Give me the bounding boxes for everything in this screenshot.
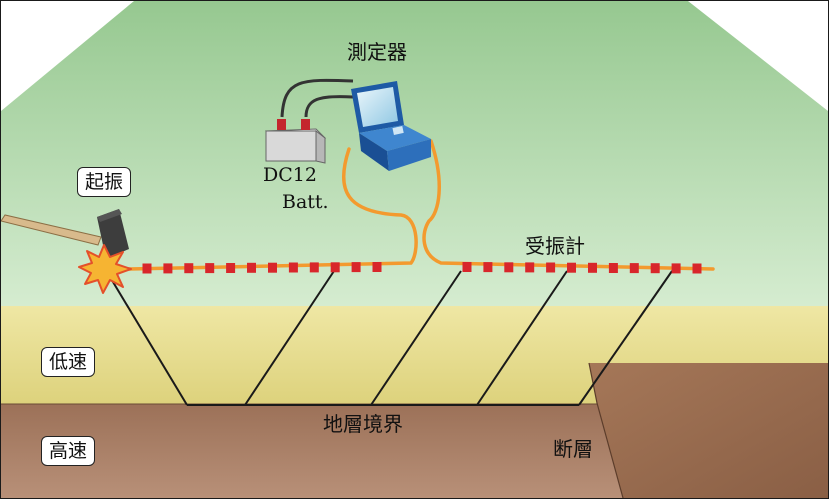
geophone-marker xyxy=(247,262,256,273)
geophone-marker xyxy=(462,262,472,272)
ray-path-up xyxy=(370,270,462,406)
geophone-marker xyxy=(351,262,361,273)
geophone-array xyxy=(142,262,702,274)
geophones-label: 受振計 xyxy=(525,234,585,258)
impact-label: 起振 xyxy=(77,167,132,197)
geophone-marker xyxy=(483,262,493,273)
geophone-marker xyxy=(268,262,277,273)
cable xyxy=(127,139,715,271)
geophone-marker xyxy=(504,262,514,273)
ray-path-up xyxy=(476,270,568,406)
geophone-marker xyxy=(567,262,576,273)
geophone-marker xyxy=(372,262,382,272)
geophone-marker xyxy=(671,263,681,274)
low-velocity-layer-label: 低速 xyxy=(41,347,96,377)
geophone-marker xyxy=(184,263,194,274)
battery-label-line2: Batt. xyxy=(282,191,329,213)
high-velocity-layer-label: 高速 xyxy=(41,436,96,466)
geophone-marker xyxy=(205,263,215,274)
geophone-marker xyxy=(650,263,660,274)
ray-path-up xyxy=(578,270,673,406)
geophone-marker xyxy=(142,263,152,274)
fault-block xyxy=(589,363,828,498)
geophone-marker xyxy=(226,263,236,273)
fault-label: 断層 xyxy=(553,437,593,461)
laptop-recorder-icon xyxy=(351,81,431,171)
geophone-marker xyxy=(608,263,618,273)
battery-icon xyxy=(264,119,327,164)
geophone-marker xyxy=(309,262,319,273)
geophone-marker xyxy=(163,263,173,274)
geophone-marker xyxy=(629,263,639,274)
geophone-marker xyxy=(588,262,597,273)
explosion-burst-icon xyxy=(78,244,132,294)
measuring-device-label: 測定器 xyxy=(347,40,407,64)
battery-wire xyxy=(280,78,354,118)
layer-boundary-label: 地層境界 xyxy=(323,412,403,436)
ray-path-up xyxy=(244,270,335,406)
battery-label-line1: DC12 xyxy=(263,164,317,186)
ray-paths xyxy=(103,266,673,406)
fault-plane-line xyxy=(588,362,624,498)
geophone-marker xyxy=(525,262,535,273)
geophone-marker xyxy=(546,262,556,273)
geophone-marker xyxy=(692,263,702,274)
ray-path-down xyxy=(103,266,188,406)
geophone-marker xyxy=(288,262,298,273)
battery-wire xyxy=(304,95,354,118)
geophone-marker xyxy=(330,262,340,273)
